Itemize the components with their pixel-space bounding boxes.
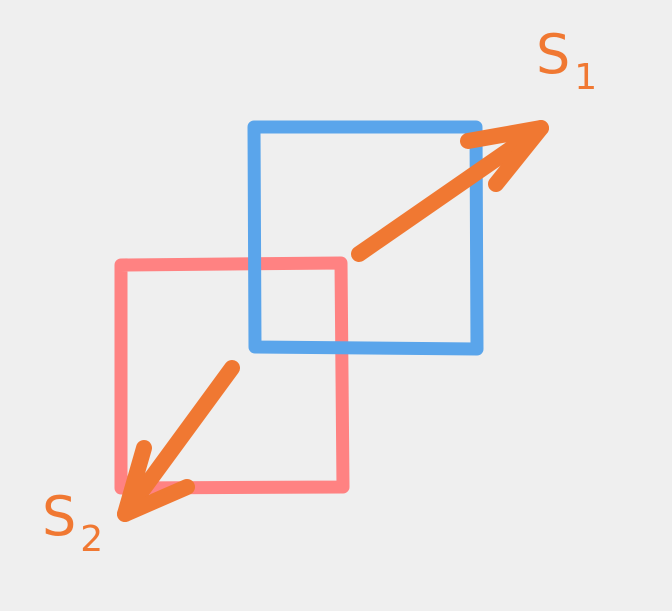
pink-square — [114, 256, 350, 495]
arrow-s1-head — [460, 120, 549, 192]
label-s2-subscript: 2 — [80, 519, 104, 560]
label-s1-subscript: 1 — [574, 57, 598, 98]
arrow-s2-shaft — [117, 360, 240, 522]
arrow-s2-head — [117, 440, 195, 522]
label-s2-letter: S — [42, 485, 77, 548]
label-s1-letter: S — [536, 23, 571, 86]
arrow-s1 — [351, 120, 549, 262]
blue-square — [247, 120, 484, 356]
arrow-s1-shaft — [351, 120, 549, 262]
arrow-s2 — [117, 360, 240, 522]
